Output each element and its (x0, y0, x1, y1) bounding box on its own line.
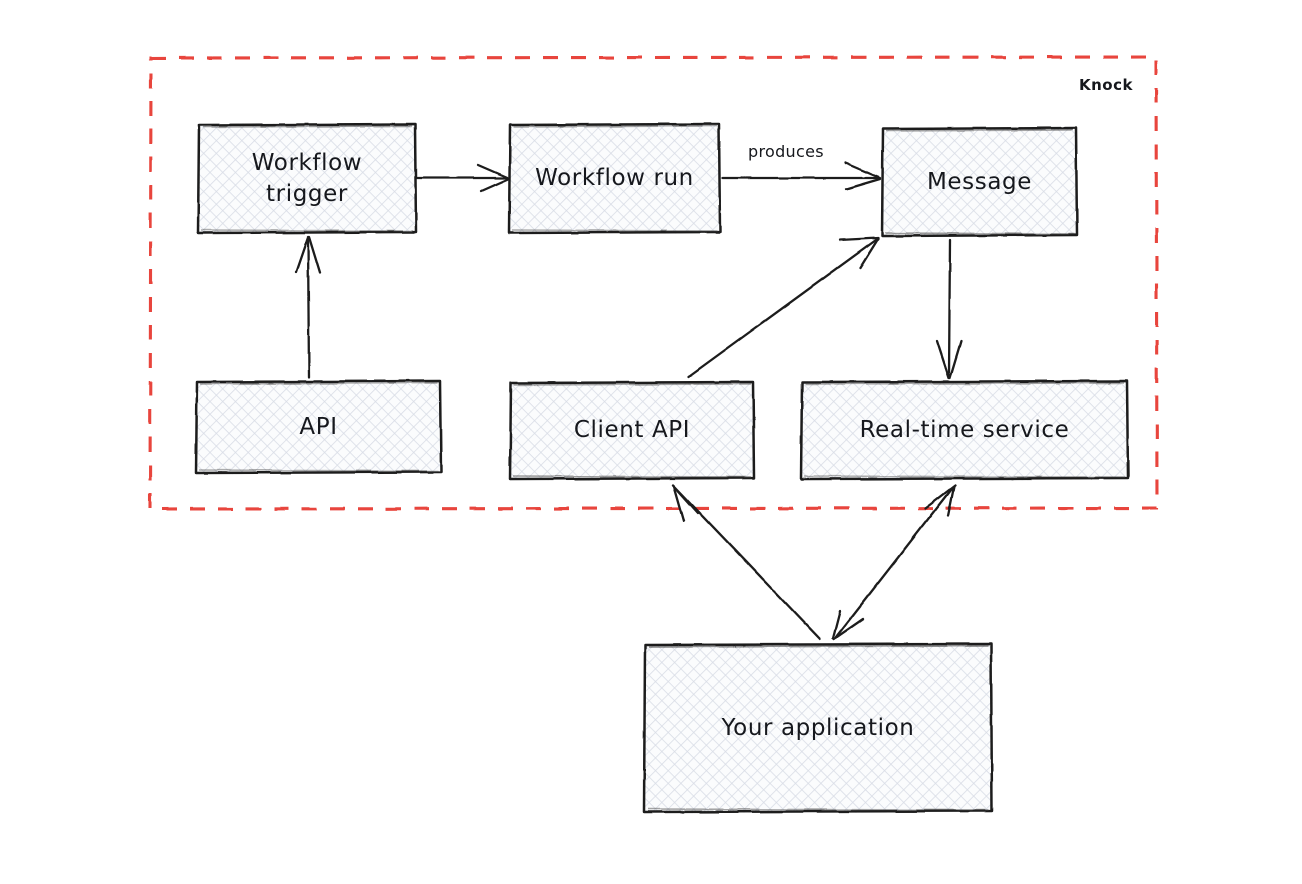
node-workflow-run[interactable] (507, 122, 722, 235)
node-label-message: Message (926, 168, 1032, 195)
edge-api-to-trigger (294, 235, 322, 380)
node-workflow-trigger[interactable] (196, 122, 418, 235)
node-client-api[interactable] (508, 380, 756, 481)
edge-clientapi-to-message (686, 236, 880, 379)
node-label-api: API (299, 413, 338, 440)
boundary-label-knock: Knock (1079, 76, 1133, 94)
node-label-realtime-service: Real-time service (859, 416, 1070, 443)
edge-trigger-to-run (415, 163, 510, 193)
node-realtime-service[interactable] (799, 379, 1130, 481)
node-your-application[interactable] (642, 642, 994, 814)
edge-label-produces: produces (748, 142, 824, 161)
edge-run-to-message (720, 161, 882, 191)
node-message[interactable] (880, 126, 1079, 238)
edge-app-to-clientapi (671, 483, 822, 641)
node-label-workflow-run: Workflow run (535, 165, 694, 192)
knock-boundary (148, 55, 1159, 511)
edge-realtime-to-app (831, 483, 957, 641)
node-label-client-api: Client API (573, 417, 691, 444)
edge-message-to-realtime (935, 238, 963, 380)
node-label-your-application: Your application (721, 714, 915, 741)
node-api[interactable] (194, 379, 443, 475)
node-label-workflow-trigger: Workflow trigger (251, 150, 363, 207)
